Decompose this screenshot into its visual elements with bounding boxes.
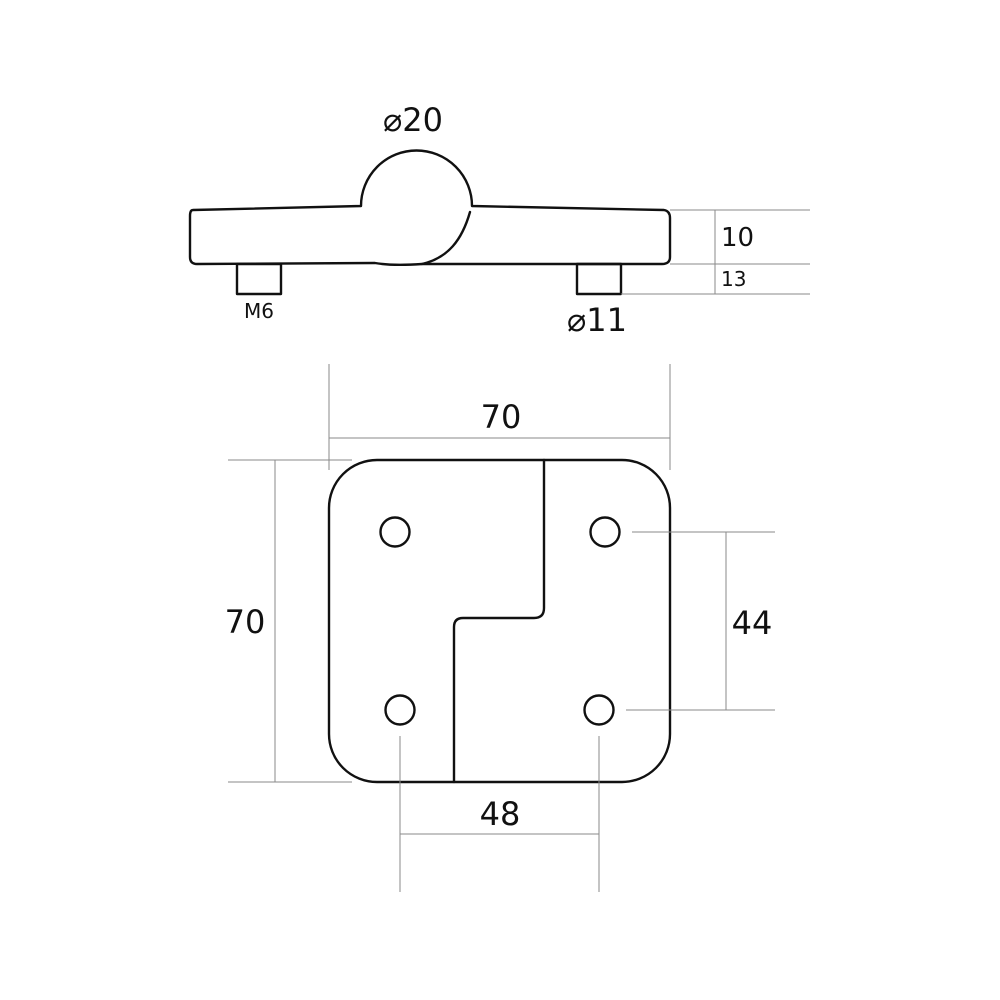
- hole-spacing-horizontal-label: 48: [480, 795, 521, 833]
- hole-top-right: [589, 516, 621, 548]
- plate-thickness-label: 10: [721, 223, 754, 253]
- side-view: ⌀20 10 13 M6 ⌀11: [188, 101, 810, 339]
- stud-length-label: 13: [721, 267, 746, 291]
- leaf-split-line: [452, 458, 546, 784]
- side-plate-outline: [188, 149, 672, 266]
- height-label: 70: [225, 603, 266, 641]
- pin-diameter-label: ⌀20: [383, 101, 443, 139]
- knuckle-inner-curve: [420, 210, 472, 266]
- hole-bottom-right: [583, 694, 615, 726]
- hole-top-left: [379, 516, 411, 548]
- thread-label: M6: [244, 299, 274, 323]
- width-label: 70: [481, 398, 522, 436]
- plate-outline: [327, 458, 672, 784]
- top-view: 70 70 44 48: [225, 364, 775, 892]
- hole-spacing-vertical-label: 44: [732, 604, 773, 642]
- left-stud: [235, 262, 283, 296]
- right-stud: [575, 262, 623, 296]
- hole-bottom-left: [384, 694, 416, 726]
- stud-diameter-label: ⌀11: [567, 301, 627, 339]
